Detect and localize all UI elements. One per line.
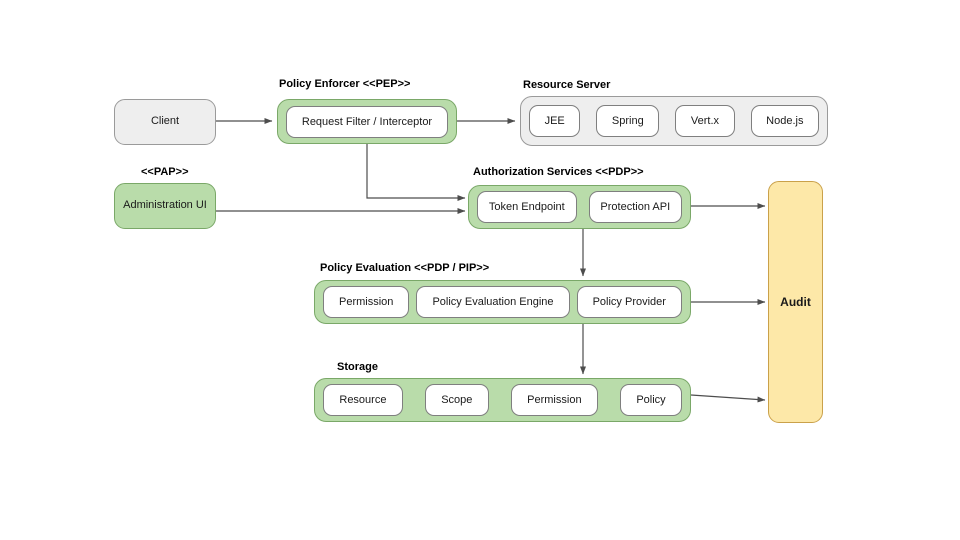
chip-request-filter-interceptor[interactable]: Request Filter / Interceptor [286, 105, 448, 138]
chip-spring-label: Spring [611, 115, 644, 127]
node-administration-ui[interactable]: Administration UI [114, 183, 216, 229]
chip-spring[interactable]: Spring [596, 105, 660, 137]
chip-permission-evaluation[interactable]: Permission [323, 286, 410, 318]
chip-permission-evaluation-label: Permission [339, 296, 394, 308]
caption-policy-enforcer: Policy Enforcer <<PEP>> [279, 78, 411, 90]
chip-resource[interactable]: Resource [323, 384, 403, 416]
chip-vertx-label: Vert.x [690, 115, 719, 127]
chip-nodejs[interactable]: Node.js [750, 105, 820, 137]
group-policy-enforcer[interactable]: Request Filter / Interceptor [277, 99, 457, 144]
chip-scope-label: Scope [441, 394, 473, 406]
caption-policy-evaluation: Policy Evaluation <<PDP / PIP>> [320, 262, 490, 274]
group-resource-server[interactable]: JEE Spring Vert.x Node.js [520, 96, 828, 146]
caption-resource-server: Resource Server [523, 79, 611, 91]
node-administration-ui-label: Administration UI [123, 199, 207, 212]
chip-jee-label: JEE [544, 115, 565, 127]
chip-request-filter-interceptor-label: Request Filter / Interceptor [301, 115, 433, 128]
chip-permission-storage[interactable]: Permission [510, 384, 598, 416]
group-storage[interactable]: Resource Scope Permission Policy [314, 378, 691, 422]
node-client[interactable]: Client [114, 99, 216, 145]
node-audit[interactable]: Audit [768, 181, 823, 423]
chip-vertx[interactable]: Vert.x [675, 105, 735, 137]
node-client-label: Client [150, 115, 180, 128]
node-audit-label: Audit [780, 294, 811, 309]
chip-policy-provider-label: Policy Provider [592, 296, 666, 308]
chip-jee[interactable]: JEE [529, 105, 581, 137]
chip-resource-label: Resource [339, 394, 387, 406]
chip-policy[interactable]: Policy [619, 384, 683, 416]
edge-storage-to-audit [690, 394, 766, 403]
caption-storage: Storage [337, 361, 378, 373]
chip-policy-label: Policy [636, 394, 666, 406]
chip-token-endpoint[interactable]: Token Endpoint [477, 191, 577, 223]
chip-permission-storage-label: Permission [527, 394, 582, 406]
caption-authorization-services: Authorization Services <<PDP>> [473, 166, 644, 178]
chip-policy-evaluation-engine[interactable]: Policy Evaluation Engine [416, 286, 570, 318]
chip-nodejs-label: Node.js [766, 115, 804, 127]
group-policy-evaluation[interactable]: Permission Policy Evaluation Engine Poli… [314, 280, 691, 324]
chip-protection-api-label: Protection API [600, 201, 671, 213]
chip-scope[interactable]: Scope [424, 384, 489, 416]
chip-token-endpoint-label: Token Endpoint [488, 201, 565, 213]
caption-pap: <<PAP>> [141, 166, 189, 178]
chip-protection-api[interactable]: Protection API [588, 191, 682, 223]
chip-policy-evaluation-engine-label: Policy Evaluation Engine [432, 296, 554, 308]
group-authorization-services[interactable]: Token Endpoint Protection API [468, 185, 691, 229]
edge-policy-enforcer-to-authorization [366, 144, 466, 202]
chip-policy-provider[interactable]: Policy Provider [576, 286, 682, 318]
